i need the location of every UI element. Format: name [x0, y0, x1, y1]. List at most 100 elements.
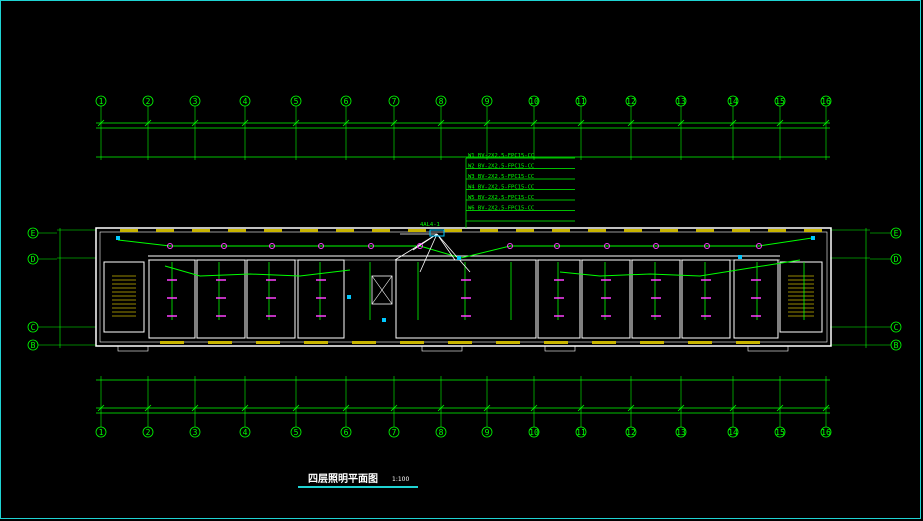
ceiling-light — [507, 243, 513, 249]
axis-number: 4 — [243, 428, 248, 437]
circuit-label: W4 BV-2X2.5-FPC15-CC — [468, 185, 534, 191]
axis-number: 6 — [344, 428, 349, 437]
room — [148, 259, 196, 339]
window — [696, 229, 714, 232]
ceiling-light — [221, 243, 227, 249]
window — [256, 341, 280, 344]
axis-bubble — [481, 95, 493, 107]
shaft-cross — [371, 275, 393, 305]
axis-number: 3 — [193, 97, 198, 106]
row-letter: B — [894, 341, 899, 350]
ceiling-light — [368, 243, 374, 249]
room-circuit — [559, 259, 801, 277]
tick-mark — [390, 404, 398, 412]
panel-feeder — [436, 233, 471, 273]
tick-mark — [191, 404, 199, 412]
tick-mark — [437, 119, 445, 127]
window — [336, 229, 354, 232]
axis-labels: 1122334455667788991010111112121313141415… — [27, 95, 902, 438]
stair-well — [103, 261, 145, 333]
tick-mark — [390, 119, 398, 127]
axis-grid — [38, 106, 891, 427]
window — [304, 341, 328, 344]
axis-bubble — [290, 426, 302, 438]
shaft — [371, 275, 393, 305]
tick-mark — [729, 404, 737, 412]
row-bubble — [27, 253, 39, 265]
axis-number: 15 — [775, 428, 785, 437]
exterior-wall — [95, 227, 832, 347]
room — [196, 259, 246, 339]
axis-bubble — [528, 426, 540, 438]
panel-feeder — [419, 233, 438, 273]
axis-bubble — [142, 95, 154, 107]
window — [688, 341, 712, 344]
tick-mark — [627, 404, 635, 412]
ceiling-light — [269, 243, 275, 249]
room — [395, 259, 537, 339]
switch-device — [811, 236, 815, 240]
axis-number: 6 — [344, 97, 349, 106]
window — [516, 229, 534, 232]
room — [297, 259, 345, 339]
balcony — [544, 345, 576, 352]
window — [208, 341, 232, 344]
window — [552, 229, 570, 232]
window — [768, 229, 786, 232]
axis-bubble — [481, 426, 493, 438]
axis-bubble — [239, 426, 251, 438]
window — [544, 341, 568, 344]
tick-mark — [677, 119, 685, 127]
room — [681, 259, 731, 339]
row-bubble — [890, 321, 902, 333]
room — [246, 259, 296, 339]
axis-number: 16 — [821, 428, 831, 437]
ceiling-light — [756, 243, 762, 249]
balcony — [747, 345, 789, 352]
window — [496, 341, 520, 344]
window — [408, 229, 426, 232]
axis-number: 5 — [294, 428, 299, 437]
tick-mark — [241, 119, 249, 127]
axis-bubble — [575, 95, 587, 107]
axis-bubble — [575, 426, 587, 438]
window — [120, 229, 138, 232]
axis-number: 10 — [529, 97, 539, 106]
panel-feeder — [436, 233, 456, 261]
circuit-label: W1 BV-2X2.5-FPC15-CC — [468, 153, 534, 159]
tick-mark — [530, 404, 538, 412]
window — [480, 229, 498, 232]
axis-bubble — [435, 95, 447, 107]
window — [448, 341, 472, 344]
axis-bubble — [820, 426, 832, 438]
tick-mark — [729, 119, 737, 127]
axis-number: 3 — [193, 428, 198, 437]
axis-number: 15 — [775, 97, 785, 106]
window — [592, 341, 616, 344]
axis-bubble — [675, 426, 687, 438]
room — [537, 259, 581, 339]
row-letter: E — [894, 229, 899, 238]
switch-device — [457, 256, 461, 260]
circuit-label: W3 BV-2X2.5-FPC15-CC — [468, 174, 534, 180]
switch-device — [738, 255, 742, 259]
tick-mark — [677, 404, 685, 412]
room-partitions — [103, 259, 823, 339]
tick-mark — [483, 404, 491, 412]
window — [444, 229, 462, 232]
window — [352, 341, 376, 344]
window — [624, 229, 642, 232]
axis-bubble — [340, 95, 352, 107]
tick-mark — [342, 404, 350, 412]
axis-number: 1 — [99, 97, 104, 106]
axis-number: 9 — [485, 428, 490, 437]
window — [732, 229, 750, 232]
axis-number: 7 — [392, 97, 397, 106]
switch-device — [382, 318, 386, 322]
tick-mark — [191, 119, 199, 127]
room — [581, 259, 631, 339]
row-letter: B — [31, 341, 36, 350]
tick-mark — [292, 404, 300, 412]
